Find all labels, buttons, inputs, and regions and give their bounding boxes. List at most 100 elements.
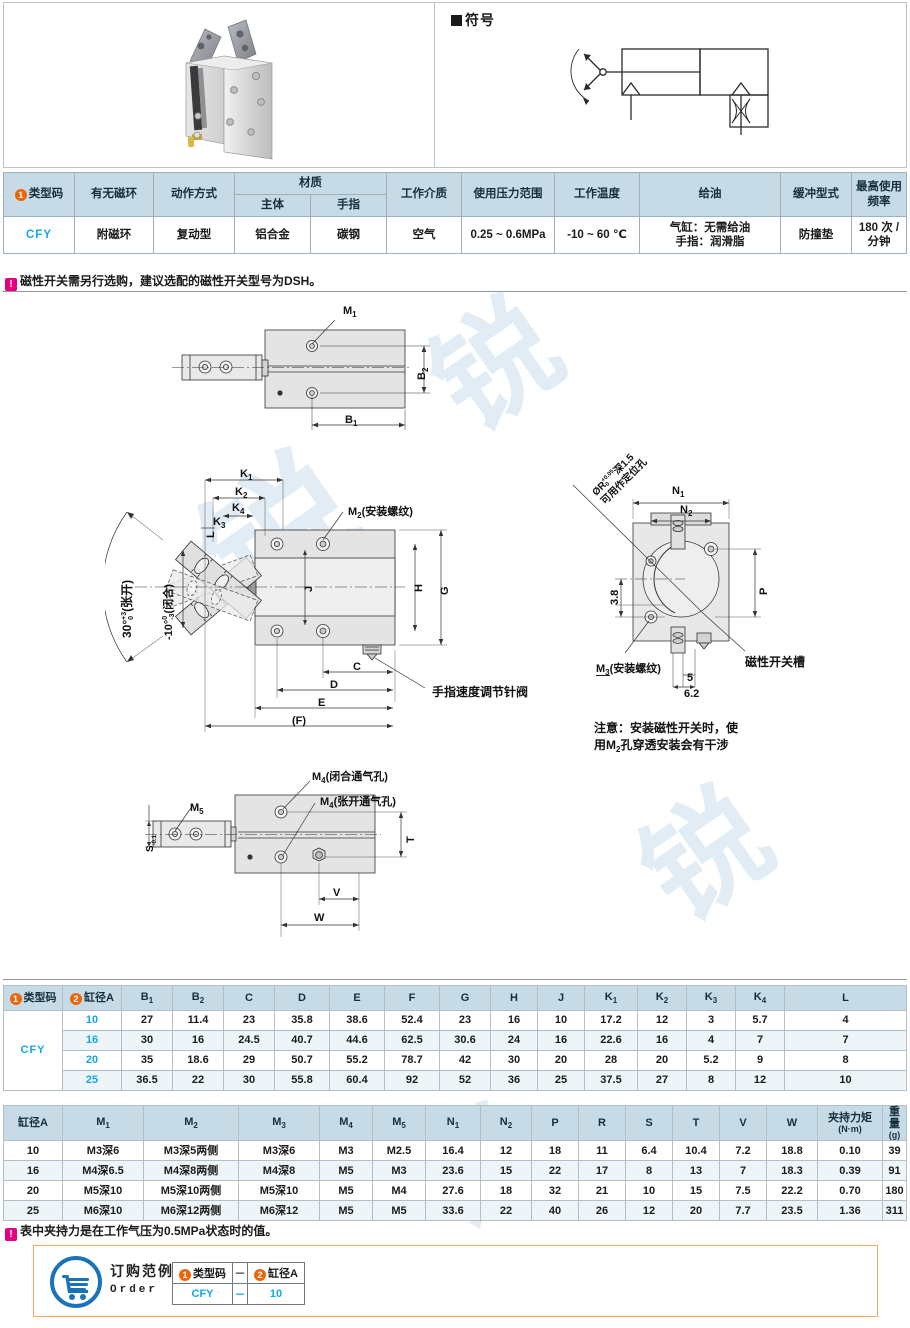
dim1-cell: 10 <box>537 1010 585 1031</box>
dim2-cell: 18 <box>480 1180 532 1202</box>
label-m4-close: M4(闭合通气孔) <box>312 771 388 785</box>
spec-value-lubrication: 气缸：无需给油 手指：润滑脂 <box>639 216 781 254</box>
label-k3: K3 <box>213 516 226 530</box>
dim2-bore: 25 <box>3 1200 63 1222</box>
dim1-cell: 62.5 <box>384 1030 440 1051</box>
dim2-col-11: T <box>672 1104 720 1142</box>
dim2-cell: M5深10两侧 <box>143 1180 239 1202</box>
dim2-col-0: 缸径A <box>3 1104 63 1142</box>
spec-value-material-finger: 碳钢 <box>310 216 387 254</box>
square-bullet-icon <box>451 15 462 26</box>
dim1-cell: 5.2 <box>686 1050 736 1071</box>
label-b1: B1 <box>345 414 358 428</box>
spec-col-magnet: 有无磁环 <box>74 172 154 217</box>
spec-col-action: 动作方式 <box>153 172 235 217</box>
dim1-bore: 25 <box>62 1070 122 1091</box>
spec-col-cushion: 缓冲型式 <box>780 172 852 217</box>
dim1-col-5: D <box>274 985 330 1011</box>
order-value-row: CFY － 10 <box>172 1283 305 1305</box>
dim2-cell: 27.6 <box>425 1180 481 1202</box>
dim1-col-9: H <box>490 985 538 1011</box>
dim2-cell: 18.8 <box>766 1140 818 1162</box>
dim2-col-2: M2 <box>143 1104 239 1142</box>
spec-value-magnet: 附磁环 <box>74 216 154 254</box>
dim1-cell: 17.2 <box>584 1010 638 1031</box>
dim1-cell: 42 <box>439 1050 491 1071</box>
order-dash-header: － <box>232 1262 248 1284</box>
badge-1: 1 <box>179 1269 191 1281</box>
dim2-cell: 17 <box>578 1160 626 1182</box>
label-f: (F) <box>292 715 307 727</box>
dim1-cell: 29 <box>223 1050 275 1071</box>
dim1-cell: 30 <box>121 1030 173 1051</box>
dim1-col-14: K4 <box>735 985 785 1011</box>
label-j: J <box>303 585 315 592</box>
label-v: V <box>333 887 341 899</box>
dim1-cell: 16 <box>537 1030 585 1051</box>
label-d: D <box>330 679 338 691</box>
dim1-cell: 23 <box>439 1010 491 1031</box>
product-photo <box>148 4 308 164</box>
note-magnetic-switch: !磁性开关需另行选购，建议选配的磁性开关型号为DSH。 <box>5 272 321 291</box>
label-m4-open: M4(张开通气孔) <box>320 796 396 810</box>
label-dim-5: 5 <box>687 672 694 684</box>
spec-value-medium: 空气 <box>386 216 462 254</box>
dim2-cell: 23.5 <box>766 1200 818 1222</box>
dim1-cell: 28 <box>584 1050 638 1071</box>
label-g: G <box>439 586 451 595</box>
dim1-cell: 16 <box>172 1030 224 1051</box>
dim1-cell: 16 <box>637 1030 687 1051</box>
dim1-col-2: B1 <box>121 985 173 1011</box>
dim1-cell: 9 <box>735 1050 785 1071</box>
dim1-cell: 44.6 <box>329 1030 385 1051</box>
dim2-cell: 33.6 <box>425 1200 481 1222</box>
label-p: P <box>758 587 770 595</box>
dim2-cell: 22 <box>531 1160 579 1182</box>
dim1-cell: 7 <box>735 1030 785 1051</box>
dim1-cell: 36.5 <box>121 1070 173 1091</box>
dim2-cell: M5 <box>319 1200 373 1222</box>
dim2-cell: M5 <box>319 1160 373 1182</box>
dim1-cell: 22.6 <box>584 1030 638 1051</box>
dim2-cell: 26 <box>578 1200 626 1222</box>
m3-underlined: M3 <box>596 663 610 677</box>
dim2-col-7: N2 <box>480 1104 532 1142</box>
dim2-cell: 15 <box>480 1160 532 1182</box>
badge-2: 2 <box>254 1269 266 1281</box>
spec-header-subrow: 主体 手指 <box>4 194 907 217</box>
dim1-cell: 30.6 <box>439 1030 491 1051</box>
dim2-cell: 18.3 <box>766 1160 818 1182</box>
dim1-bore: 16 <box>62 1030 122 1051</box>
dim2-cell: 18 <box>531 1140 579 1162</box>
dim2-bore: 16 <box>3 1160 63 1182</box>
top-panel <box>3 2 907 168</box>
dim1-cell: 5.7 <box>735 1010 785 1031</box>
dim2-bore: 10 <box>3 1140 63 1162</box>
dim2-cell: M4深8 <box>238 1160 320 1182</box>
dim1-cell: 24 <box>490 1030 538 1051</box>
dim2-cell: 311 <box>882 1200 907 1222</box>
dim2-cell: M3深6 <box>238 1140 320 1162</box>
dim1-bore: 10 <box>62 1010 122 1031</box>
dim1-cell: 12 <box>637 1010 687 1031</box>
dim2-cell: 10 <box>625 1180 673 1202</box>
dim1-cell: 55.8 <box>274 1070 330 1091</box>
spec-col-lubrication: 给油 <box>639 172 781 217</box>
dim2-cell: 6.4 <box>625 1140 673 1162</box>
dim2-cell: M5 <box>372 1200 426 1222</box>
dim2-cell: 22 <box>480 1200 532 1222</box>
caution-text: 注意：安装磁性开关时，使 用M2孔穿透安装会有干涉 <box>594 720 738 758</box>
dim1-col-8: G <box>439 985 491 1011</box>
dim1-col-10: J <box>537 985 585 1011</box>
dim2-cell: 91 <box>882 1160 907 1182</box>
